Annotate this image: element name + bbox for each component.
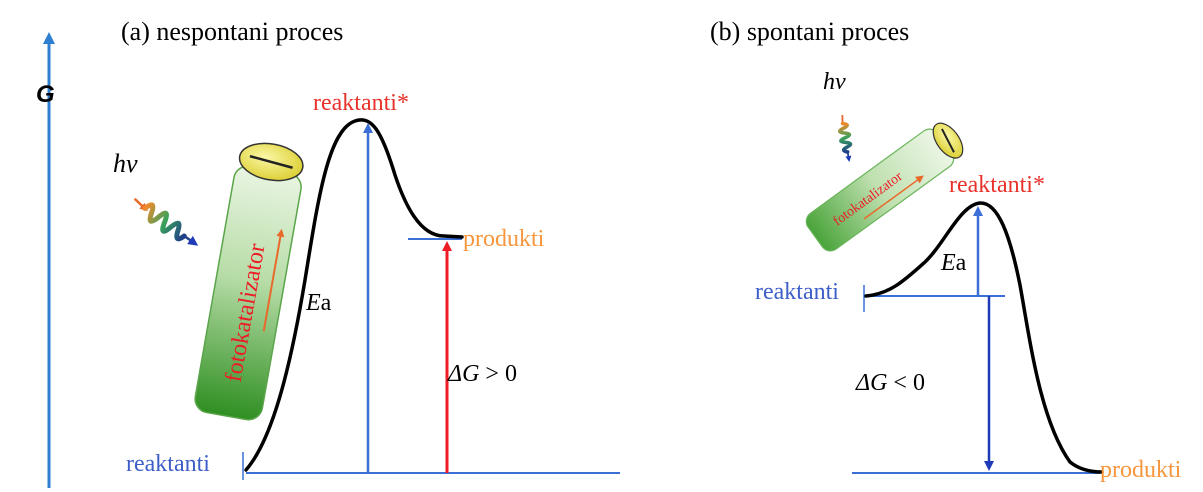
panel-b-products-label: produkti [1100,457,1182,483]
panel-b-reactants-star-label: reaktanti* [949,172,1045,198]
panel-a-ea-label: Ea [305,290,332,316]
panel-a-delta-g-label: ΔG > 0 [447,361,517,387]
panel-a-photocatalyst-tube: fotokatalizator [194,142,304,421]
panel-b-photon-wave-icon [837,115,853,162]
panel-b: (b) spontani proces reaktanti* reaktanti… [710,17,1182,483]
panel-b-photon-label: hν [823,69,846,95]
panel-a-reactants-star-label: reaktanti* [313,90,409,116]
panel-b-reactants-label: reaktanti [755,279,839,305]
panel-b-photocatalyst-tube: fotokatalizator [805,122,964,252]
panel-a-title: (a) nespontani proces [121,17,343,46]
panel-b-delta-g-label: ΔG < 0 [855,370,925,396]
g-axis-label: G [36,81,55,108]
panel-a-products-label: produkti [463,226,545,252]
panel-b-energy-curve [864,201,1104,474]
panel-a: (a) nespontani proces reaktanti* produkt… [113,17,620,480]
panel-a-reactants-label: reaktanti [126,451,210,477]
panel-b-title: (b) spontani proces [710,17,909,46]
panel-a-energy-curve [244,118,464,472]
panel-a-photon-label: hν [113,149,138,178]
panel-a-photon-wave-icon [133,197,199,246]
panel-b-ea-label: Ea [940,250,967,276]
